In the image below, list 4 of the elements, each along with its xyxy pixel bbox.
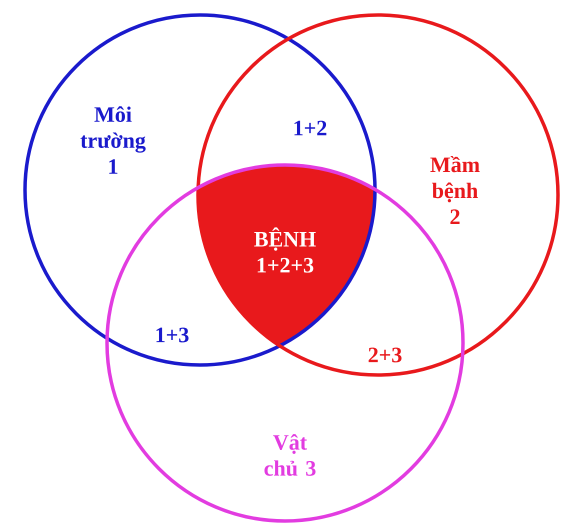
region-label: 1+2: [294, 120, 326, 136]
intersection-region: BỆNH 1+2+3: [198, 165, 375, 346]
region-label: 2+3: [368, 348, 402, 362]
region-label: 1+3: [156, 328, 189, 342]
